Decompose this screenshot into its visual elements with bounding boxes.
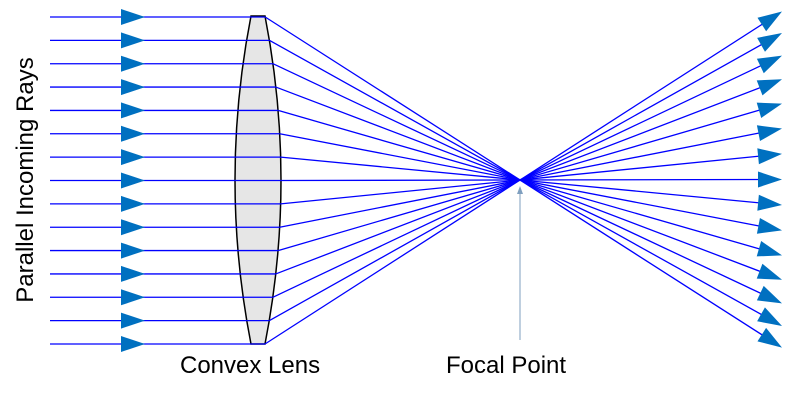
incoming-ray-arrowhead <box>121 9 145 25</box>
refracted-ray-arrowhead <box>757 327 782 348</box>
incoming-ray-arrowhead <box>121 242 145 259</box>
refracted-ray <box>264 21 766 345</box>
refracted-ray-arrowhead <box>756 125 782 142</box>
refracted-ray-arrowhead <box>757 148 782 165</box>
refracted-ray-arrowhead <box>757 33 782 52</box>
refracted-ray-arrowhead <box>756 241 782 257</box>
incoming-ray-arrowhead <box>121 289 145 306</box>
refracted-ray-arrowhead <box>756 285 782 304</box>
refracted-ray-arrowhead <box>756 55 782 74</box>
refracted-ray-arrowhead <box>757 307 782 326</box>
refracted-ray-arrowhead <box>756 79 782 96</box>
refracted-ray-arrowhead <box>757 194 782 211</box>
incoming-ray-arrowhead <box>121 32 145 49</box>
focal-point-label: Focal Point <box>446 352 567 379</box>
incoming-rays-label: Parallel Incoming Rays <box>12 57 39 303</box>
incoming-ray-arrowhead <box>121 219 145 236</box>
incoming-ray-arrowhead <box>121 336 145 352</box>
refracted-ray-arrowhead <box>756 218 782 234</box>
refracted-ray-arrowhead <box>757 11 782 32</box>
incoming-ray-arrowhead <box>121 195 145 212</box>
focal-point-arrowhead <box>517 186 523 194</box>
incoming-ray-arrowhead <box>121 265 145 282</box>
incoming-ray-arrowhead <box>121 172 145 189</box>
incoming-ray-arrowhead <box>121 125 145 142</box>
incoming-ray-arrowhead <box>121 102 145 119</box>
incoming-ray-arrowhead <box>121 149 145 166</box>
refracted-ray-arrowhead <box>756 263 782 280</box>
incoming-ray-arrowhead <box>121 55 145 72</box>
incoming-ray-arrowhead <box>121 79 145 96</box>
incoming-ray-arrowhead <box>121 312 145 329</box>
refracted-ray-arrowhead <box>757 171 782 188</box>
refracted-ray-arrowhead <box>756 102 782 118</box>
lens-label: Convex Lens <box>180 352 321 379</box>
